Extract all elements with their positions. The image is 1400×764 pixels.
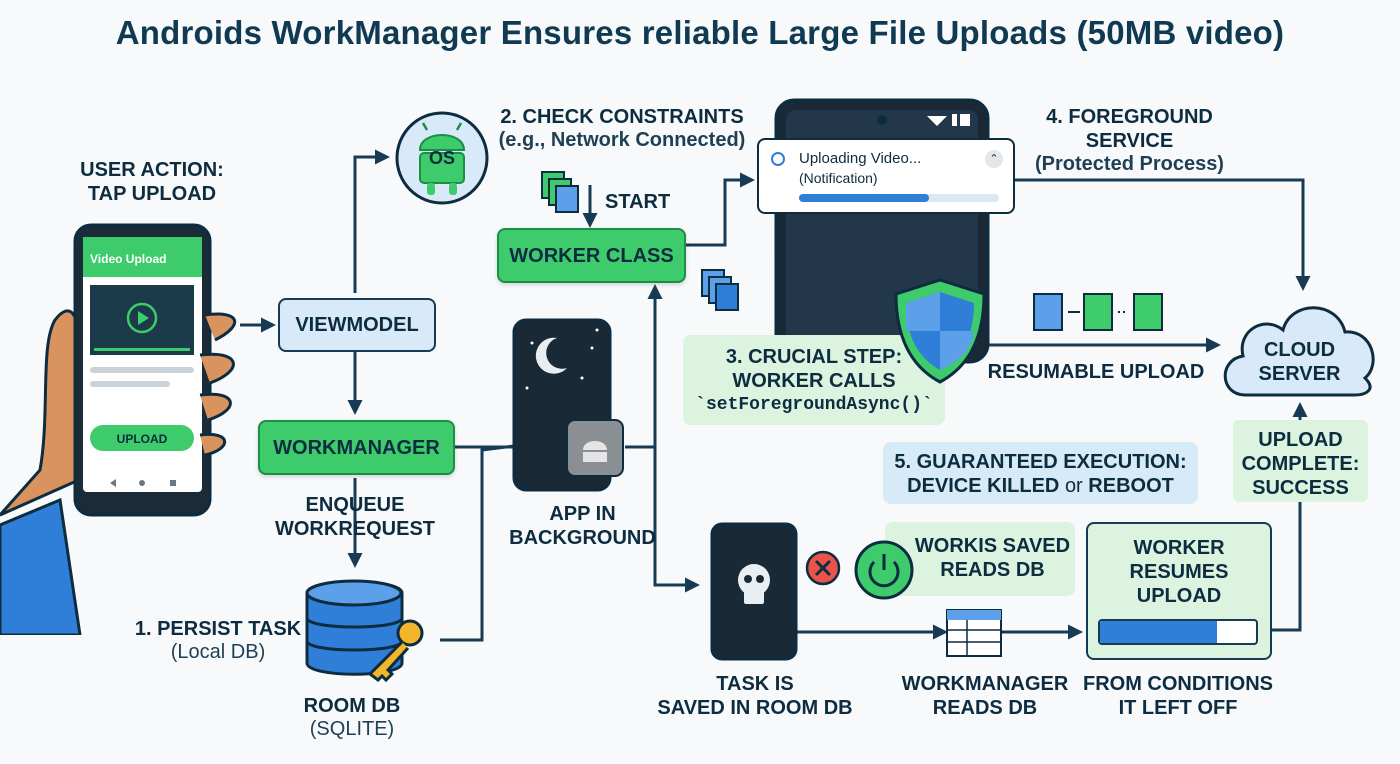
page-title: Androids WorkManager Ensures reliable La…	[115, 14, 1285, 51]
wm-reads-line2: READS DB	[932, 697, 1038, 719]
table-icon	[946, 609, 1002, 657]
wm-reads-line1: WORKMANAGER	[901, 673, 1069, 695]
resume-progress-track	[1098, 619, 1258, 645]
android-app-icon	[566, 419, 624, 477]
user-action-line2: TAP UPLOAD	[87, 183, 217, 205]
from-conditions-label: FROM CONDITIONS IT LEFT OFF	[1078, 672, 1278, 720]
from-conditions-line1: FROM CONDITIONS	[1083, 673, 1273, 695]
device-killed-text: DEVICE KILLED	[907, 475, 1060, 497]
guaranteed-line2: DEVICE KILLED or REBOOT	[883, 474, 1198, 498]
or-text: or	[1064, 475, 1083, 497]
close-icon	[805, 550, 841, 586]
notification-sub: (Notification)	[799, 170, 878, 186]
app-background-label: APP IN BACKGROUND	[500, 502, 665, 550]
worker-resumes-line3: UPLOAD	[1136, 585, 1222, 607]
chevron-up-icon[interactable]: ⌃	[985, 150, 1003, 168]
upload-notification[interactable]: Uploading Video... (Notification) ⌃	[757, 138, 1015, 214]
check-constraints-sub: (e.g., Network Connected)	[498, 129, 746, 151]
notification-progress-track	[799, 194, 999, 202]
resume-progress-fill	[1100, 621, 1217, 643]
enqueue-label: ENQUEUE WORKREQUEST	[250, 493, 460, 541]
guaranteed-execution-box: 5. GUARANTEED EXECUTION: DEVICE KILLED o…	[883, 442, 1198, 504]
upload-complete-line1: UPLOAD	[1258, 429, 1343, 451]
moon-icon	[535, 337, 567, 374]
user-action-label: USER ACTION: TAP UPLOAD	[52, 158, 252, 206]
resumable-upload-label: RESUMABLE UPLOAD	[987, 361, 1205, 383]
reboot-text: REBOOT	[1088, 475, 1174, 497]
start-label: START	[605, 191, 671, 213]
notification-title: Uploading Video...	[799, 150, 922, 167]
arrow-android-to-worker	[625, 284, 663, 449]
arrow-notification-to-cloud	[1015, 178, 1311, 291]
worker-resumes-line1: WORKER	[1133, 537, 1225, 559]
file-stack-icon-start	[541, 171, 579, 213]
persist-task-label: 1. PERSIST TASK (Local DB)	[118, 617, 318, 663]
upload-complete-line3: SUCCESS	[1252, 477, 1349, 499]
task-saved-line2: SAVED IN ROOM DB	[657, 697, 853, 719]
cloud-icon	[1223, 306, 1375, 397]
check-constraints-label: 2. CHECK CONSTRAINTS (e.g., Network Conn…	[497, 105, 747, 151]
app-bg-line2: BACKGROUND	[509, 527, 656, 549]
file-stack-icon-worker	[701, 269, 739, 311]
workmanager-box: WORKMANAGER	[258, 420, 455, 475]
viewmodel-box: VIEWMODEL	[278, 298, 436, 352]
foreground-title: 4. FOREGROUND SERVICE	[1046, 106, 1213, 152]
app-bg-line1: APP IN	[549, 503, 616, 525]
worker-class-box: WORKER CLASS	[497, 228, 686, 283]
foreground-sub: (Protected Process)	[1035, 153, 1224, 175]
crucial-step-box: 3. CRUCIAL STEP: WORKER CALLS `setForegr…	[683, 335, 945, 425]
persist-task-sub: (Local DB)	[170, 641, 266, 663]
upload-complete-box: UPLOAD COMPLETE: SUCCESS	[1233, 420, 1368, 502]
workis-saved-line1: WORKIS SAVED	[914, 535, 1071, 557]
phone-upload-button-bg	[90, 425, 194, 451]
power-icon	[854, 540, 914, 600]
guaranteed-line1: 5. GUARANTEED EXECUTION:	[894, 451, 1187, 473]
arrow-viewmodel-to-os	[353, 149, 390, 293]
workis-saved-box: WORKIS SAVED READS DB	[885, 522, 1075, 596]
cloud-server-label: CLOUD SERVER	[1222, 338, 1377, 386]
hand-holding-phone	[0, 223, 237, 635]
shield-icon	[894, 278, 986, 384]
play-icon	[126, 302, 158, 334]
phone-upload-button[interactable]: UPLOAD	[116, 432, 168, 446]
resumable-file-icons	[1033, 293, 1163, 331]
task-saved-label: TASK IS SAVED IN ROOM DB	[655, 672, 855, 720]
worker-resumes-box: WORKER RESUMES UPLOAD	[1086, 522, 1272, 660]
crucial-line2: WORKER CALLS	[732, 370, 896, 392]
cloud-line1: CLOUD	[1263, 339, 1336, 361]
killed-phone	[710, 522, 798, 661]
notification-app-icon	[771, 152, 785, 166]
database-icon	[305, 579, 424, 683]
room-db-title: ROOM DB	[303, 695, 401, 717]
user-action-line1: USER ACTION:	[80, 159, 224, 181]
arrow-worker-to-notification	[686, 172, 755, 247]
from-conditions-line2: IT LEFT OFF	[1118, 697, 1238, 719]
crucial-line1: 3. CRUCIAL STEP:	[725, 346, 903, 368]
task-saved-line1: TASK IS	[716, 673, 794, 695]
enqueue-line1: ENQUEUE	[305, 494, 405, 516]
worker-resumes-line2: RESUMES	[1129, 561, 1229, 583]
notification-progress-fill	[799, 194, 929, 202]
upload-complete-line2: COMPLETE:	[1241, 453, 1360, 475]
os-label: OS	[428, 148, 455, 168]
phone-app-title: Video Upload	[90, 252, 167, 266]
room-db-label: ROOM DB (SQLITE)	[262, 694, 442, 740]
cloud-line2: SERVER	[1258, 363, 1341, 385]
persist-task-title: 1. PERSIST TASK	[134, 618, 302, 640]
skull-icon	[738, 564, 770, 604]
room-db-sub: (SQLITE)	[309, 718, 395, 740]
key-icon	[367, 619, 424, 683]
workis-saved-line2: READS DB	[940, 559, 1045, 581]
enqueue-line2: WORKREQUEST	[275, 518, 435, 540]
crucial-line3: `setForegroundAsync()`	[695, 395, 933, 415]
check-constraints-title: 2. CHECK CONSTRAINTS	[500, 106, 744, 128]
arrow-android-to-killed	[653, 447, 700, 593]
workmanager-reads-label: WORKMANAGER READS DB	[895, 672, 1075, 720]
os-android-icon	[395, 111, 489, 205]
foreground-service-label: 4. FOREGROUND SERVICE (Protected Process…	[1002, 105, 1257, 175]
